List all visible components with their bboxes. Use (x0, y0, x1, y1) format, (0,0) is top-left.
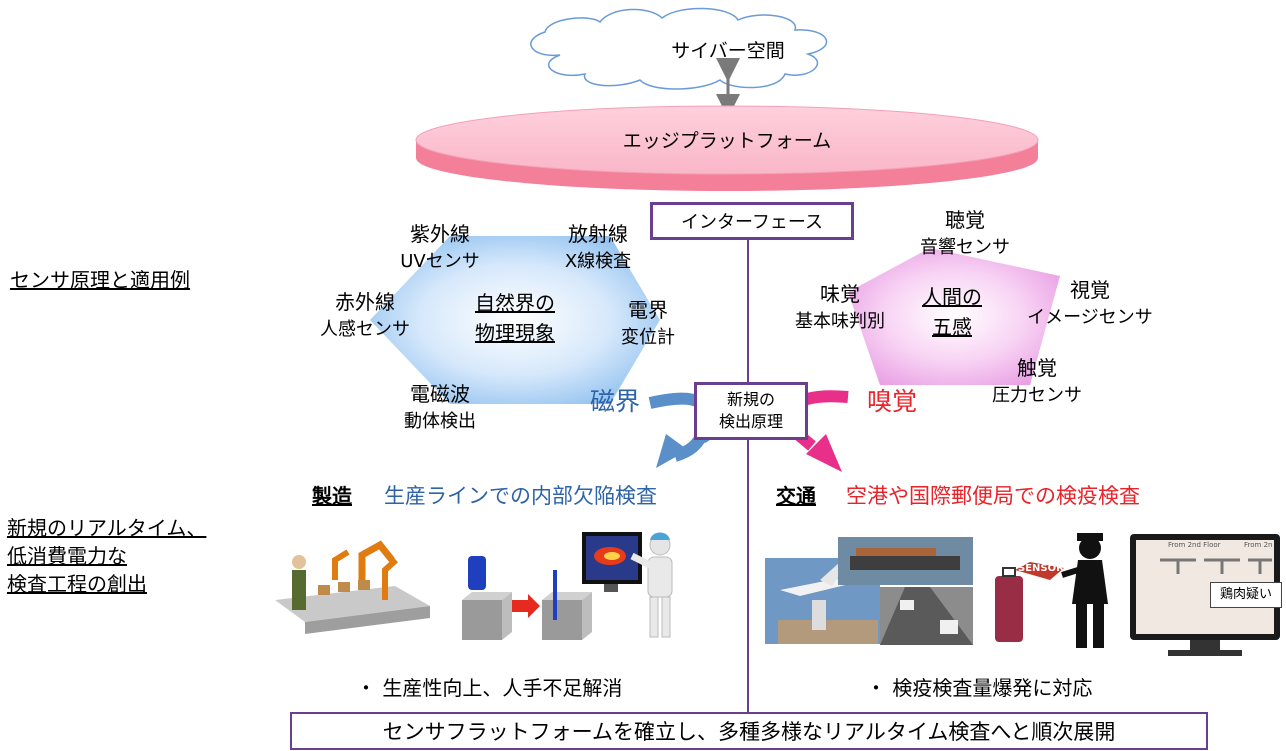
physical-item-xray: 放射線 X線検査 (564, 222, 632, 272)
physical-item-uv: 紫外線 UVセンサ (400, 222, 480, 272)
new-principle-line-1: 新規の (726, 390, 775, 409)
monitor-worker-illustration (582, 532, 673, 638)
senses-center-line-2: 五感 (932, 315, 972, 339)
inspection-block-illustration (462, 556, 592, 640)
senses-item-vision: 視覚 イメージセンサ (1027, 278, 1153, 328)
senses-item-touch: 触覚 圧力センサ (992, 356, 1082, 406)
platform-disk-top (415, 105, 1039, 175)
screen-illustration (1130, 534, 1280, 656)
transport-tag: 交通 (776, 484, 816, 508)
senses-center: 人間の 五感 (912, 282, 992, 342)
screen-popup: 鶏肉疑い (1210, 582, 1282, 608)
physical-item-emwave: 電磁波 動体検出 (404, 382, 476, 432)
senses-item-hearing: 聴覚 音響センサ (920, 208, 1010, 258)
physical-center-line-2: 物理現象 (475, 321, 555, 345)
pink-arrow-head (806, 434, 842, 472)
platform-label: エッジプラットフォーム (622, 130, 832, 152)
bottom-banner: センサフラットフォームを確立し、多種多様なリアルタイム検査へと順次展開 (290, 712, 1208, 750)
physical-center-line-1: 自然界の (475, 291, 555, 315)
cloud-shape (530, 7, 828, 90)
screen-header-right: From 2n (1244, 541, 1273, 549)
manufacturing-benefit: ・ 生産性向上、人手不足解消 (356, 676, 623, 700)
left-bottom-line-2: 低消費電力な (7, 544, 127, 568)
physical-center: 自然界の 物理現象 (460, 288, 570, 348)
blue-arrow-head (656, 434, 688, 468)
physical-item-infrared: 赤外線 人感センサ (320, 290, 410, 340)
left-bottom-text: 新規のリアルタイム、 低消費電力な 検査工程の創出 (7, 514, 206, 598)
screen-header-left: From 2nd Floor (1168, 541, 1221, 549)
manufacturing-title: 生産ラインでの内部欠陥検査 (384, 484, 657, 508)
senses-highlight: 嗅覚 (866, 387, 917, 416)
interface-label: インターフェース (680, 212, 824, 233)
sensor-label: SENSOR (1018, 563, 1064, 574)
transport-title: 空港や国際郵便局での検疫検査 (846, 484, 1140, 508)
manufacturing-tag: 製造 (312, 484, 352, 508)
factory-line-illustration (275, 540, 430, 634)
new-principle-box: 新規の 検出原理 (694, 382, 808, 440)
new-principle-line-2: 検出原理 (718, 412, 783, 431)
left-bottom-line-3: 検査工程の創出 (7, 572, 147, 596)
interface-box: インターフェース (650, 202, 854, 240)
physical-item-efield: 電界 変位計 (621, 298, 675, 348)
airport-ship-road-illustration (765, 537, 973, 645)
physical-highlight: 磁界 (589, 387, 640, 416)
sensor-inspection-illustration (995, 533, 1108, 648)
screen-popup-text: 鶏肉疑い (1219, 587, 1272, 602)
left-heading: センサ原理と適用例 (10, 268, 190, 292)
senses-center-line-1: 人間の (922, 285, 982, 309)
bottom-banner-label: センサフラットフォームを確立し、多種多様なリアルタイム検査へと順次展開 (382, 720, 1116, 744)
physical-hexagon (370, 236, 660, 404)
senses-pentagon (848, 248, 1060, 385)
cloud-label: サイバー空間 (671, 40, 785, 62)
left-bottom-line-1: 新規のリアルタイム、 (7, 516, 207, 540)
senses-item-taste: 味覚 基本味判別 (795, 282, 885, 332)
transport-benefit: ・ 検疫検査量爆発に対応 (866, 676, 1093, 700)
